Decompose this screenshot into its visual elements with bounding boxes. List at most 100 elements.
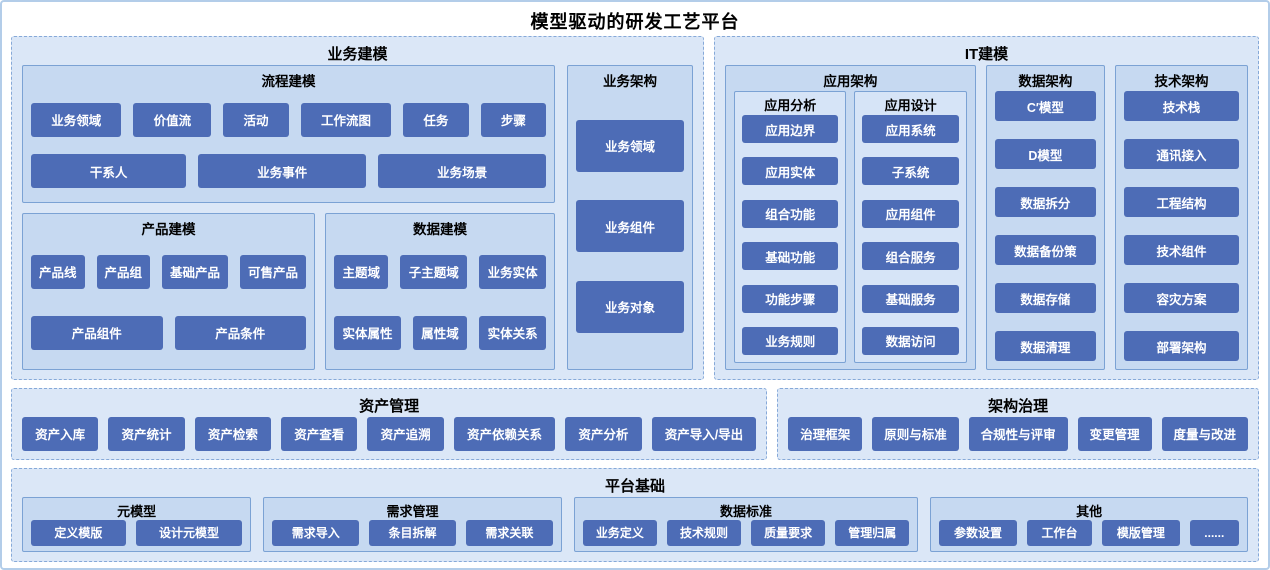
panel-business-architecture: 业务架构 业务领域业务组件业务对象 (567, 65, 694, 370)
diagram-box: 数据清理 (994, 331, 1096, 361)
diagram-box: 工作流图 (300, 102, 392, 137)
diagram-box: C′模型 (994, 91, 1096, 121)
diagram-box: 工程结构 (1124, 187, 1239, 217)
product-modeling-row-2: 产品组件产品条件 (31, 304, 307, 361)
bottom-row: 平台基础 元模型 定义模版设计元模型 需求管理 需求导入条目拆解需求关联 数据标… (11, 468, 1259, 562)
diagram-box: 属性域 (412, 315, 468, 350)
data-architecture-items: C′模型 D模型数据拆分数据备份策数据存储数据清理 (994, 91, 1096, 361)
diagram-body: 业务建模 流程建模 业务领域价值流活动工作流图任务步骤 干系人业务事件业务场景 … (11, 36, 1259, 562)
diagram-box: 业务事件 (198, 154, 367, 189)
data-standard-items: 业务定义技术规则质量要求管理归属 (582, 519, 910, 546)
diagram-box: 步骤 (480, 102, 547, 137)
platform-foundation-columns: 元模型 定义模版设计元模型 需求管理 需求导入条目拆解需求关联 数据标准 业务定… (22, 497, 1248, 552)
application-architecture-columns: 应用分析 应用边界应用实体组合功能基础功能功能步骤业务规则 应用设计 应用系统子… (734, 91, 967, 363)
diagram-box: 业务对象 (576, 280, 685, 333)
panel-technology-architecture: 技术架构 技术栈通讯接入工程结构技术组件容灾方案部署架构 (1115, 65, 1248, 370)
diagram-box: 度量与改进 (1161, 416, 1248, 451)
diagram-box: 业务实体 (479, 254, 547, 289)
diagram-box: 资产查看 (281, 416, 358, 451)
diagram-box: 治理框架 (788, 416, 863, 451)
business-modeling-content: 流程建模 业务领域价值流活动工作流图任务步骤 干系人业务事件业务场景 产品建模 … (22, 65, 694, 370)
panel-product-modeling: 产品建模 产品线产品组基础产品可售产品 产品组件产品条件 (22, 213, 316, 370)
diagram-box: 基础产品 (162, 254, 229, 289)
diagram-box: 功能步骤 (742, 284, 839, 313)
diagram-box: 实体关系 (479, 315, 547, 350)
diagram-box: 业务领域 (576, 119, 685, 172)
diagram-box: 基础服务 (862, 284, 959, 313)
panel-process-modeling: 流程建模 业务领域价值流活动工作流图任务步骤 干系人业务事件业务场景 (22, 65, 556, 203)
panel-application-architecture: 应用架构 应用分析 应用边界应用实体组合功能基础功能功能步骤业务规则 应用设计 … (725, 65, 976, 370)
panel-title-data-standard: 数据标准 (720, 503, 773, 519)
diagram-box: 管理归属 (835, 519, 910, 546)
panel-title-data-modeling: 数据建模 (413, 222, 468, 237)
diagram-box: D模型 (994, 139, 1096, 169)
diagram-box: 任务 (403, 102, 469, 137)
section-platform-foundation: 平台基础 元模型 定义模版设计元模型 需求管理 需求导入条目拆解需求关联 数据标… (11, 468, 1259, 562)
diagram-box: 合规性与评审 (968, 416, 1068, 451)
business-modeling-left-column: 流程建模 业务领域价值流活动工作流图任务步骤 干系人业务事件业务场景 产品建模 … (22, 65, 556, 370)
diagram-box: 应用边界 (742, 115, 839, 143)
product-modeling-row-1: 产品线产品组基础产品可售产品 (31, 243, 307, 300)
diagram-box: 实体属性 (334, 315, 401, 350)
section-title-business-modeling: 业务建模 (327, 45, 388, 63)
diagram-box: 数据备份策 (994, 235, 1096, 265)
diagram-box: 产品线 (31, 254, 85, 289)
diagram-box: 业务场景 (378, 154, 547, 189)
diagram-box: 应用实体 (742, 157, 839, 186)
subpanel-application-design: 应用设计 应用系统子系统应用组件组合服务基础服务数据访问 (854, 91, 967, 363)
section-title-asset-management: 资产管理 (359, 397, 420, 415)
diagram-box: 价值流 (133, 102, 212, 137)
diagram-box: 活动 (223, 102, 289, 137)
diagram-box: 业务定义 (582, 519, 657, 546)
panel-title-meta-model: 元模型 (117, 503, 157, 519)
panel-data-standard: 数据标准 业务定义技术规则质量要求管理归属 (573, 497, 919, 552)
process-modeling-row-2: 干系人业务事件业务场景 (31, 149, 547, 195)
diagram-box: 部署架构 (1124, 331, 1239, 361)
asset-management-items: 资产入库资产统计资产检索资产查看资产追溯资产依赖关系资产分析资产导入/导出 (22, 416, 757, 451)
diagram-box: 技术规则 (666, 519, 742, 546)
diagram-box: 质量要求 (751, 519, 826, 546)
diagram-box: 主题域 (334, 254, 389, 289)
requirement-management-items: 需求导入条目拆解需求关联 (272, 519, 553, 546)
section-asset-management: 资产管理 资产入库资产统计资产检索资产查看资产追溯资产依赖关系资产分析资产导入/… (11, 388, 768, 460)
diagram-box: ...... (1189, 519, 1240, 546)
diagram-box: 数据拆分 (994, 187, 1096, 217)
diagram-box: 技术组件 (1124, 235, 1239, 265)
diagram-box: 应用组件 (862, 199, 959, 228)
process-modeling-row-1: 业务领域价值流活动工作流图任务步骤 (31, 97, 547, 143)
subpanel-application-analysis: 应用分析 应用边界应用实体组合功能基础功能功能步骤业务规则 (734, 91, 847, 363)
diagram-box: 资产分析 (565, 416, 642, 451)
diagram-box: 应用系统 (862, 115, 959, 143)
business-architecture-items: 业务领域业务组件业务对象 (576, 91, 685, 361)
section-business-modeling: 业务建模 流程建模 业务领域价值流活动工作流图任务步骤 干系人业务事件业务场景 … (11, 36, 705, 380)
section-architecture-governance: 架构治理 治理框架原则与标准合规性与评审变更管理度量与改进 (777, 388, 1259, 460)
application-design-items: 应用系统子系统应用组件组合服务基础服务数据访问 (862, 115, 959, 355)
diagram-box: 数据存储 (994, 283, 1096, 313)
diagram-box: 工作台 (1026, 519, 1093, 546)
diagram-box: 业务规则 (742, 326, 839, 355)
application-analysis-items: 应用边界应用实体组合功能基础功能功能步骤业务规则 (742, 115, 839, 355)
subpanel-title-application-design: 应用设计 (884, 98, 937, 113)
diagram-box: 子主题域 (400, 254, 468, 289)
diagram-box: 干系人 (31, 154, 187, 189)
section-it-modeling: IT建模 应用架构 应用分析 应用边界应用实体组合功能基础功能功能步骤业务规则 … (714, 36, 1259, 380)
diagram-box: 参数设置 (939, 519, 1017, 546)
technology-architecture-items: 技术栈通讯接入工程结构技术组件容灾方案部署架构 (1124, 91, 1239, 361)
diagram-box: 子系统 (862, 157, 959, 186)
diagram-box: 需求导入 (272, 519, 360, 546)
diagram-box: 组合服务 (862, 242, 959, 271)
diagram-box: 技术栈 (1124, 91, 1239, 121)
panel-title-application-architecture: 应用架构 (823, 74, 878, 89)
panel-title-others: 其他 (1076, 503, 1103, 519)
diagram-box: 通讯接入 (1124, 139, 1239, 169)
section-title-platform-foundation: 平台基础 (604, 477, 665, 495)
diagram-box: 设计元模型 (135, 519, 243, 546)
subpanel-title-application-analysis: 应用分析 (764, 98, 817, 113)
diagram-box: 可售产品 (240, 254, 307, 289)
diagram-box: 条目拆解 (369, 519, 456, 546)
section-title-it-modeling: IT建模 (964, 45, 1009, 63)
panel-data-modeling: 数据建模 主题域子主题域业务实体 实体属性属性域实体关系 (325, 213, 556, 370)
diagram-box: 产品组 (96, 254, 151, 289)
